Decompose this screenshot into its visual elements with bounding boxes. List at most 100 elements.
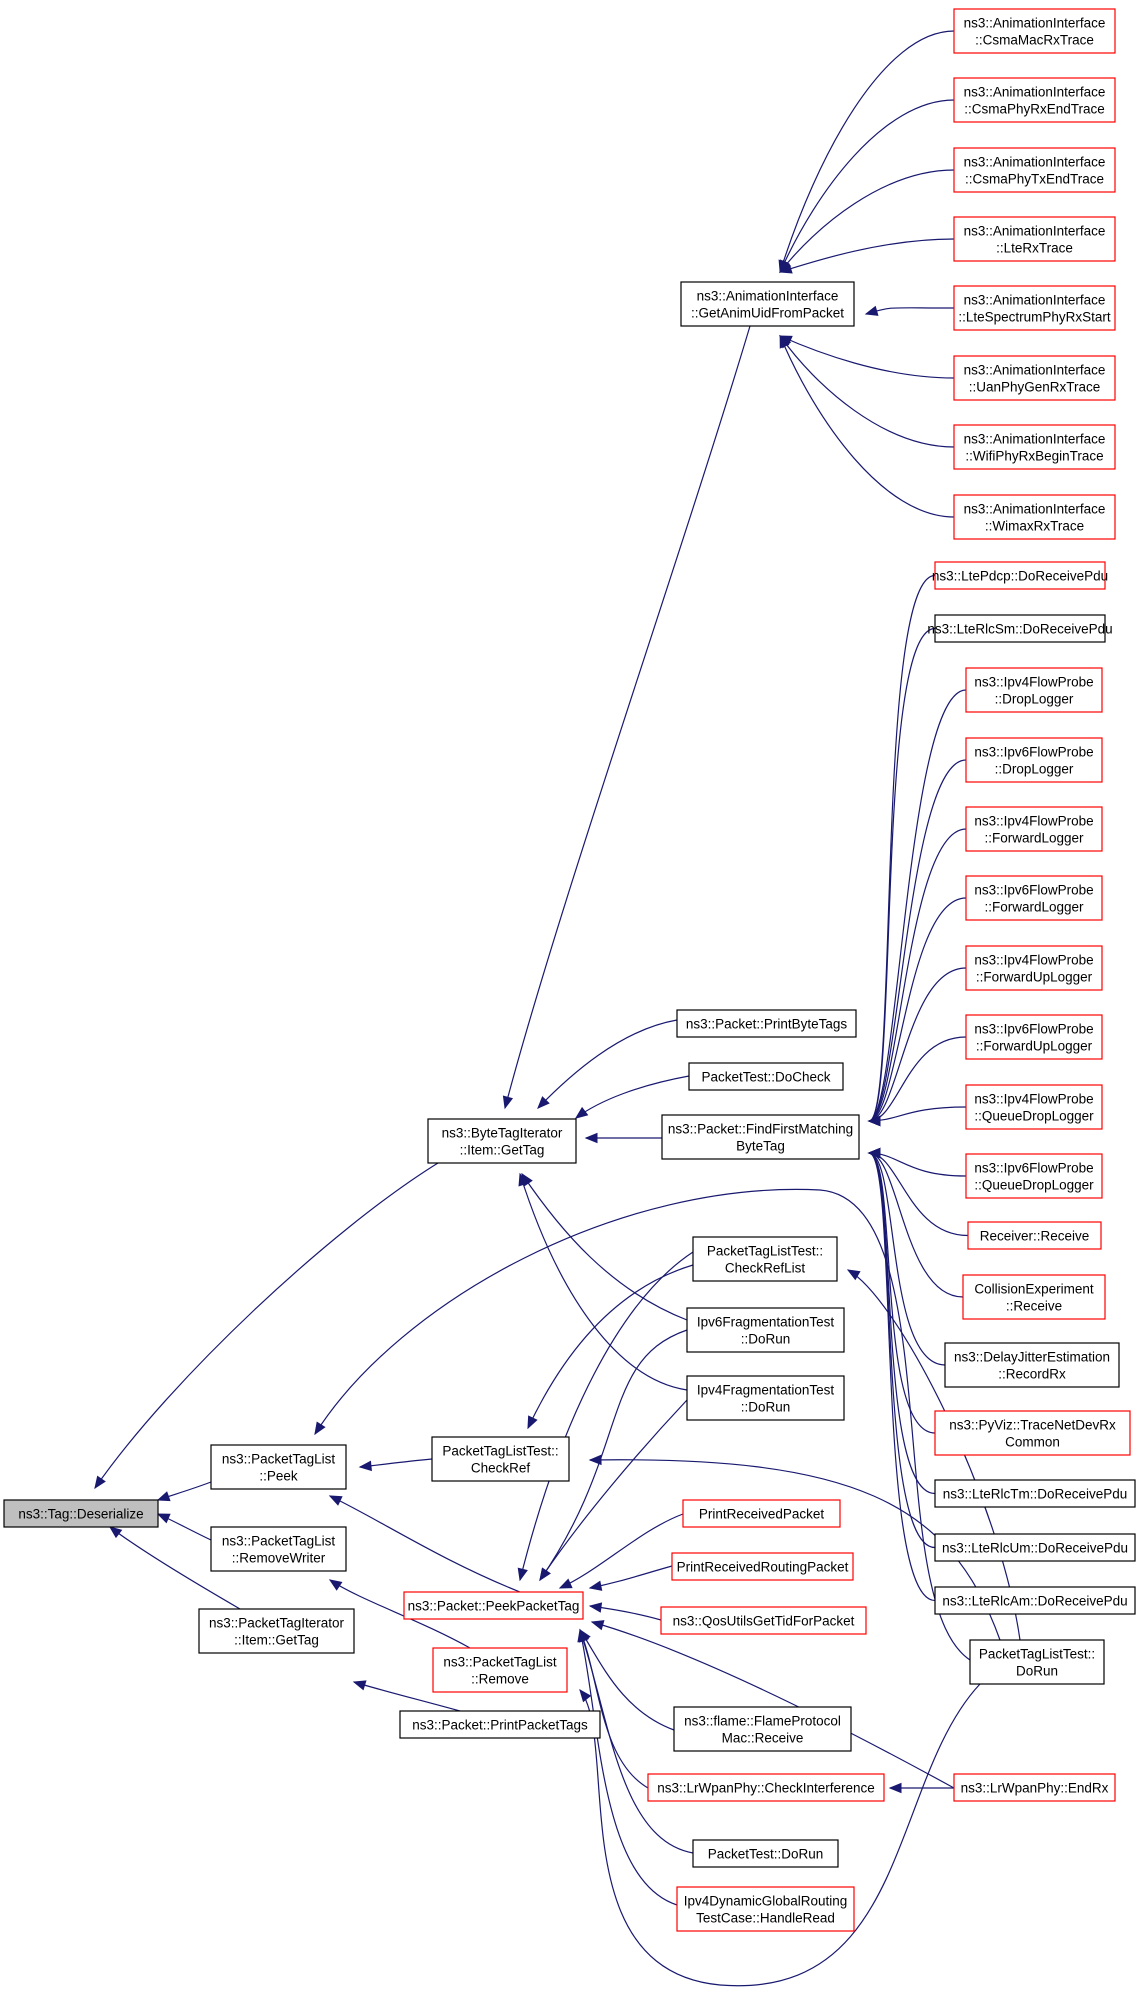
node-box	[965, 667, 1103, 713]
node-anim_get[interactable]: ns3::AnimationInterface::GetAnimUidFromP…	[680, 281, 855, 327]
node-ptlt_crl[interactable]: PacketTagListTest::CheckRefList	[692, 1236, 838, 1282]
node-ptdorun[interactable]: PacketTest::DoRun	[692, 1839, 839, 1868]
edge-line	[519, 1251, 694, 1581]
edge-a1-to-anim_get	[778, 30, 955, 274]
edge-line	[779, 99, 955, 273]
edge-line	[779, 238, 955, 273]
edge-a7-to-anim_get	[779, 334, 955, 448]
node-lrci[interactable]: ns3::LrWpanPhy::CheckInterference	[647, 1773, 885, 1802]
node-a2[interactable]: ns3::AnimationInterface::CsmaPhyRxEndTra…	[953, 77, 1116, 123]
node-f6[interactable]: ns3::Ipv6FlowProbe::ForwardLogger	[965, 875, 1103, 921]
node-label: ::QueueDropLogger	[974, 1178, 1094, 1193]
edge-ptlt_dorun-to-ptl_peek	[314, 1188, 971, 1661]
node-prrp[interactable]: PrintReceivedRoutingPacket	[671, 1552, 854, 1581]
node-label: PacketTest::DoCheck	[701, 1070, 830, 1085]
arrowhead	[590, 1620, 605, 1631]
arrowhead	[328, 1579, 343, 1591]
edge-line	[868, 828, 967, 1122]
node-root[interactable]: ns3::Tag::Deserialize	[3, 1499, 159, 1528]
node-label: ns3::Ipv4FlowProbe	[974, 1092, 1093, 1107]
edge-line	[559, 1513, 684, 1589]
node-label: ns3::Ipv4FlowProbe	[974, 675, 1093, 690]
edge-line	[868, 1152, 964, 1298]
edge-line	[314, 1188, 971, 1661]
node-ptl_peek[interactable]: ns3::PacketTagList::Peek	[210, 1444, 347, 1490]
node-a7[interactable]: ns3::AnimationInterface::WifiPhyRxBeginT…	[953, 424, 1116, 470]
node-f7[interactable]: ns3::Ipv4FlowProbe::ForwardUpLogger	[965, 945, 1103, 991]
node-ptdc[interactable]: PacketTest::DoCheck	[688, 1062, 844, 1091]
node-label: ::ForwardUpLogger	[976, 1039, 1093, 1054]
edge-f9-to-ffm	[867, 1106, 967, 1127]
node-label: ns3::AnimationInterface	[964, 224, 1106, 239]
node-ptlt_dorun[interactable]: PacketTagListTest::DoRun	[969, 1639, 1105, 1685]
edge-a4-to-anim_get	[778, 238, 955, 274]
node-label: ns3::AnimationInterface	[964, 502, 1106, 517]
node-label: PrintReceivedRoutingPacket	[677, 1560, 849, 1575]
arrowhead	[518, 1172, 529, 1187]
node-box	[671, 1552, 854, 1581]
node-a6[interactable]: ns3::AnimationInterface::UanPhyGenRxTrac…	[953, 355, 1116, 401]
node-f1[interactable]: ns3::LtePdcp::DoReceivePdu	[932, 561, 1108, 590]
node-box	[647, 1773, 885, 1802]
node-label: ns3::Ipv4FlowProbe	[974, 814, 1093, 829]
node-f13[interactable]: ns3::DelayJitterEstimation::RecordRx	[944, 1342, 1120, 1388]
node-ppbt[interactable]: ns3::Packet::PrintByteTags	[676, 1009, 857, 1038]
edge-line	[868, 1152, 936, 1549]
node-a1[interactable]: ns3::AnimationInterface::CsmaMacRxTrace	[953, 8, 1116, 54]
node-pti[interactable]: ns3::PacketTagIterator::Item::GetTag	[198, 1608, 355, 1654]
node-f12[interactable]: CollisionExperiment::Receive	[962, 1274, 1106, 1320]
node-f3[interactable]: ns3::Ipv4FlowProbe::DropLogger	[965, 667, 1103, 713]
node-f4[interactable]: ns3::Ipv6FlowProbe::DropLogger	[965, 737, 1103, 783]
node-f10[interactable]: ns3::Ipv6FlowProbe::QueueDropLogger	[965, 1153, 1103, 1199]
node-a3[interactable]: ns3::AnimationInterface::CsmaPhyTxEndTra…	[953, 147, 1116, 193]
node-box	[661, 1114, 860, 1160]
edge-a5-to-anim_get	[864, 305, 955, 316]
node-a4[interactable]: ns3::AnimationInterface::LteRxTrace	[953, 216, 1116, 262]
node-f15[interactable]: ns3::LteRlcTm::DoReceivePdu	[934, 1479, 1136, 1508]
node-qos[interactable]: ns3::QosUtilsGetTidForPacket	[660, 1606, 867, 1635]
node-ipv4frag[interactable]: Ipv4FragmentationTest::DoRun	[686, 1375, 845, 1421]
node-box	[682, 1499, 841, 1528]
edge-line	[539, 1329, 688, 1581]
node-f11[interactable]: Receiver::Receive	[967, 1221, 1102, 1250]
node-a8[interactable]: ns3::AnimationInterface::WimaxRxTrace	[953, 494, 1116, 540]
edge-line	[779, 335, 955, 518]
node-label: Common	[1005, 1435, 1060, 1450]
edge-line	[868, 574, 936, 1122]
node-label: ns3::PacketTagList	[222, 1452, 336, 1467]
arrowhead	[328, 1495, 343, 1506]
edge-line	[868, 1152, 967, 1177]
node-box	[676, 1009, 857, 1038]
node-label: Ipv4FragmentationTest	[697, 1383, 835, 1398]
node-peekpt[interactable]: ns3::Packet::PeekPacketTag	[403, 1591, 584, 1620]
node-f17[interactable]: ns3::LteRlcAm::DoReceivePdu	[934, 1586, 1136, 1615]
node-ptlt_cr[interactable]: PacketTagListTest::CheckRef	[431, 1436, 570, 1482]
node-f16[interactable]: ns3::LteRlcUm::DoReceivePdu	[934, 1533, 1136, 1562]
node-a5[interactable]: ns3::AnimationInterface::LteSpectrumPhyR…	[953, 285, 1116, 331]
nodes: ns3::Tag::Deserialize ns3::ByteTagIterato…	[3, 8, 1136, 1932]
node-f5[interactable]: ns3::Ipv4FlowProbe::ForwardLogger	[965, 806, 1103, 852]
node-f2[interactable]: ns3::LteRlcSm::DoReceivePdu	[927, 614, 1113, 643]
edge-ptl_peek-to-root	[156, 1481, 212, 1502]
node-f9[interactable]: ns3::Ipv4FlowProbe::QueueDropLogger	[965, 1084, 1103, 1130]
node-prp[interactable]: PrintReceivedPacket	[682, 1499, 841, 1528]
node-f8[interactable]: ns3::Ipv6FlowProbe::ForwardUpLogger	[965, 1014, 1103, 1060]
edge-line	[94, 1162, 439, 1489]
node-label: ::Item::GetTag	[234, 1633, 319, 1648]
node-box	[431, 1436, 570, 1482]
node-bti[interactable]: ns3::ByteTagIterator::Item::GetTag	[427, 1118, 577, 1164]
node-ptl_remove[interactable]: ns3::PacketTagList::Remove	[432, 1647, 568, 1693]
node-label: Mac::Receive	[722, 1731, 804, 1746]
node-ptl_rw[interactable]: ns3::PacketTagList::RemoveWriter	[210, 1526, 347, 1572]
node-lrend[interactable]: ns3::LrWpanPhy::EndRx	[953, 1773, 1116, 1802]
node-ipv4dyn[interactable]: Ipv4DynamicGlobalRoutingTestCase::Handle…	[676, 1886, 855, 1932]
node-box	[953, 424, 1116, 470]
node-ipv6frag[interactable]: Ipv6FragmentationTest::DoRun	[686, 1307, 845, 1353]
node-label: ns3::DelayJitterEstimation	[954, 1350, 1110, 1365]
node-label: ::DoRun	[741, 1400, 791, 1415]
edge-ptl_remove-to-ptl_rw	[328, 1579, 471, 1649]
node-ppt[interactable]: ns3::Packet::PrintPacketTags	[399, 1710, 601, 1739]
